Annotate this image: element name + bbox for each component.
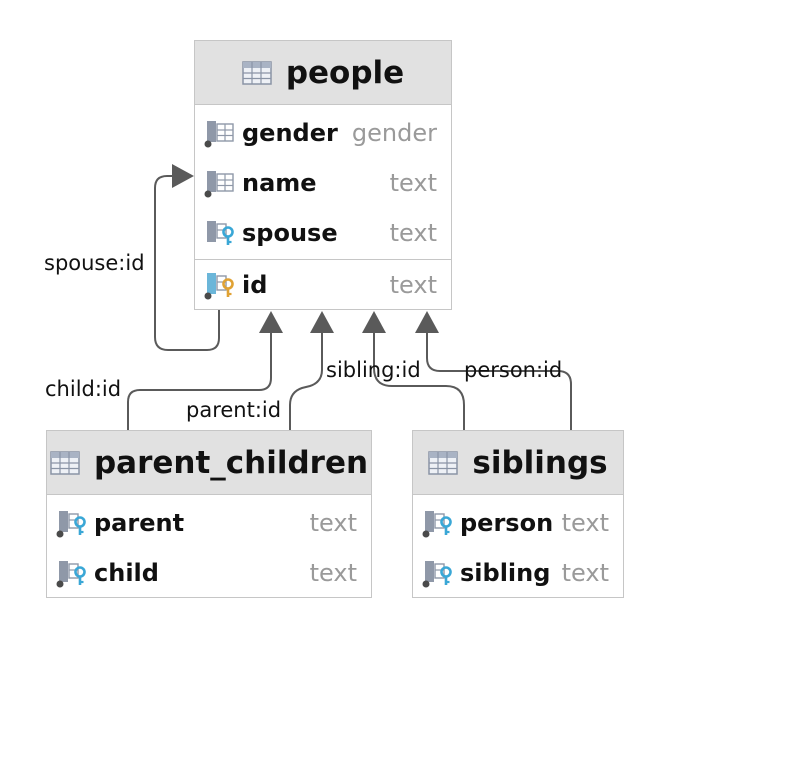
- entity-header: people: [195, 41, 451, 105]
- column-type: text: [561, 559, 609, 587]
- arrowhead-sibling: [362, 311, 386, 333]
- relationship-line-parent: [289, 325, 323, 430]
- arrowhead-spouse: [172, 164, 194, 188]
- column-row[interactable]: spouse text: [195, 208, 451, 258]
- column-icon: [204, 121, 234, 148]
- column-row[interactable]: name text: [195, 158, 451, 208]
- table-icon: [242, 60, 272, 85]
- entity-siblings[interactable]: siblings person text sibling text: [412, 430, 624, 598]
- foreign-key-column-icon: [56, 511, 86, 538]
- column-name: child: [94, 559, 159, 587]
- column-row[interactable]: person text: [413, 498, 623, 548]
- table-icon: [428, 450, 459, 475]
- column-name: sibling: [460, 559, 551, 587]
- relationship-label-child: child:id: [45, 377, 122, 401]
- arrowhead-parent: [310, 311, 334, 333]
- column-name: id: [242, 271, 268, 299]
- column-icon: [204, 171, 234, 198]
- foreign-key-column-icon: [422, 511, 452, 538]
- key-divider: [195, 259, 451, 260]
- key-column-row[interactable]: id text: [195, 260, 451, 310]
- entity-title: parent_children: [93, 444, 369, 481]
- entity-header: parent_children: [47, 431, 371, 495]
- relationship-label-parent: parent:id: [186, 398, 282, 422]
- relationship-label-person: person:id: [464, 358, 563, 382]
- column-row[interactable]: gender gender: [195, 108, 451, 158]
- arrowhead-person: [415, 311, 439, 333]
- table-icon: [50, 450, 80, 475]
- column-type: gender: [351, 119, 437, 147]
- column-name: person: [460, 509, 554, 537]
- column-type: text: [389, 271, 437, 299]
- arrowhead-child: [259, 311, 283, 333]
- entity-people[interactable]: people gender gender name text: [194, 40, 452, 310]
- relationship-label-sibling: sibling:id: [326, 358, 421, 382]
- relationship-label-spouse: spouse:id: [44, 251, 145, 275]
- column-row[interactable]: sibling text: [413, 548, 623, 598]
- entity-title: people: [285, 54, 405, 91]
- column-name: parent: [94, 509, 185, 537]
- column-type: text: [309, 559, 357, 587]
- column-row[interactable]: child text: [47, 548, 371, 598]
- relationship-line-spouse: [154, 175, 220, 351]
- column-type: text: [389, 169, 437, 197]
- foreign-key-column-icon: [207, 221, 234, 245]
- relationship-line-child: [127, 325, 272, 430]
- column-type: text: [389, 219, 437, 247]
- foreign-key-column-icon: [422, 561, 452, 588]
- column-name: gender: [242, 119, 338, 147]
- foreign-key-column-icon: [56, 561, 86, 588]
- relationship-line-person: [426, 325, 572, 430]
- column-type: text: [309, 509, 357, 537]
- entity-title: siblings: [472, 444, 608, 481]
- entity-parent-children[interactable]: parent_children parent text child text: [46, 430, 372, 598]
- column-name: spouse: [242, 219, 338, 247]
- column-row[interactable]: parent text: [47, 498, 371, 548]
- column-type: text: [561, 509, 609, 537]
- entity-header: siblings: [413, 431, 623, 495]
- primary-key-column-icon: [204, 273, 234, 300]
- relationship-line-sibling: [373, 325, 465, 430]
- column-name: name: [242, 169, 317, 197]
